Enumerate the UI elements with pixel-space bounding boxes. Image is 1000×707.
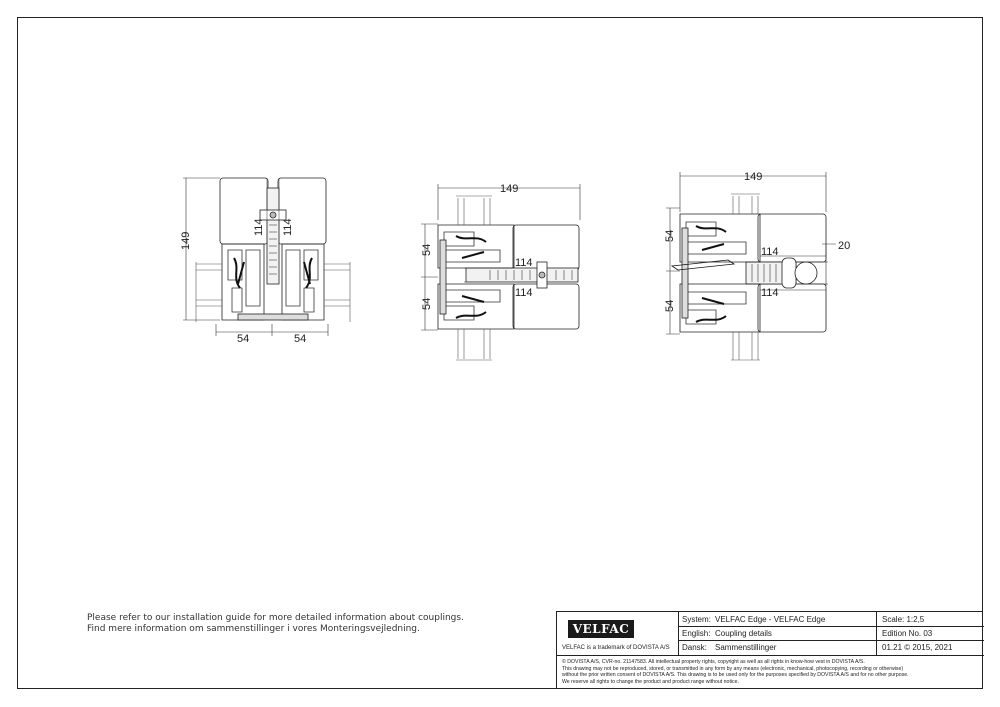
dim-right-height-b: 54 xyxy=(664,300,676,312)
copyright-line: © DOVISTA A/S, CVR-no. 21147583. All int… xyxy=(562,659,865,665)
dim-left-height: 149 xyxy=(180,232,192,250)
dansk-label: Dansk: xyxy=(682,643,707,652)
dim-right-depth-a: 114 xyxy=(761,246,779,258)
note-english: Please refer to our installation guide f… xyxy=(87,613,464,623)
divider xyxy=(678,640,984,641)
dim-middle-width: 149 xyxy=(500,183,518,195)
dim-right-depth-b: 114 xyxy=(761,287,779,299)
dim-left-depth-a: 114 xyxy=(253,218,265,236)
detail-middle xyxy=(421,184,581,361)
english-value: Coupling details xyxy=(715,629,772,638)
copyright-line: without the prior written consent of DOV… xyxy=(562,672,909,679)
dim-middle-depth-b: 114 xyxy=(515,287,533,299)
dansk-value: Sammenstillinger xyxy=(715,643,777,652)
edition-text: Edition No. 03 xyxy=(882,629,933,638)
date-text: 01.21 © 2015, 2021 xyxy=(882,643,953,652)
system-value: VELFAC Edge - VELFAC Edge xyxy=(715,615,826,624)
dim-left-width-a: 54 xyxy=(237,333,249,345)
dim-right-height-a: 54 xyxy=(664,230,676,242)
trademark-text: VELFAC is a trademark of DOVISTA A/S xyxy=(562,645,670,651)
dim-middle-height-a: 54 xyxy=(421,244,433,256)
scale-text: Scale: 1:2,5 xyxy=(882,615,925,624)
note-danish: Find mere information om sammenstillinge… xyxy=(87,624,420,634)
coupling-joint xyxy=(266,187,280,285)
dim-left-depth-b: 114 xyxy=(282,218,294,236)
alu-frame-top xyxy=(437,224,515,269)
copyright-line: This drawing may not be reproduced, stor… xyxy=(562,665,904,672)
detail-right xyxy=(666,172,836,361)
alu-frame-right xyxy=(281,243,325,321)
divider xyxy=(678,626,984,627)
divider xyxy=(876,612,877,655)
dim-middle-height-b: 54 xyxy=(421,298,433,310)
velfac-logo: VELFAC xyxy=(568,620,634,638)
title-block: VELFAC VELFAC is a trademark of DOVISTA … xyxy=(556,611,984,689)
alu-frame-bottom xyxy=(437,283,515,330)
alu-frame-bottom xyxy=(679,283,761,333)
alu-frame-top xyxy=(679,213,761,263)
system-label: System: xyxy=(682,615,711,624)
copyright-notice: © DOVISTA A/S, CVR-no. 21147583. All int… xyxy=(562,659,980,685)
dim-middle-depth-a: 114 xyxy=(515,257,533,269)
copyright-line: We reserve all rights to change the prod… xyxy=(562,678,739,685)
detail-left xyxy=(183,177,351,336)
english-label: English: xyxy=(682,629,711,638)
dim-right-gap: 20 xyxy=(838,240,850,252)
drawing-frame xyxy=(17,17,983,689)
dim-left-width-b: 54 xyxy=(294,333,306,345)
divider xyxy=(557,655,984,656)
dim-right-width: 149 xyxy=(744,171,762,183)
divider xyxy=(678,612,679,655)
